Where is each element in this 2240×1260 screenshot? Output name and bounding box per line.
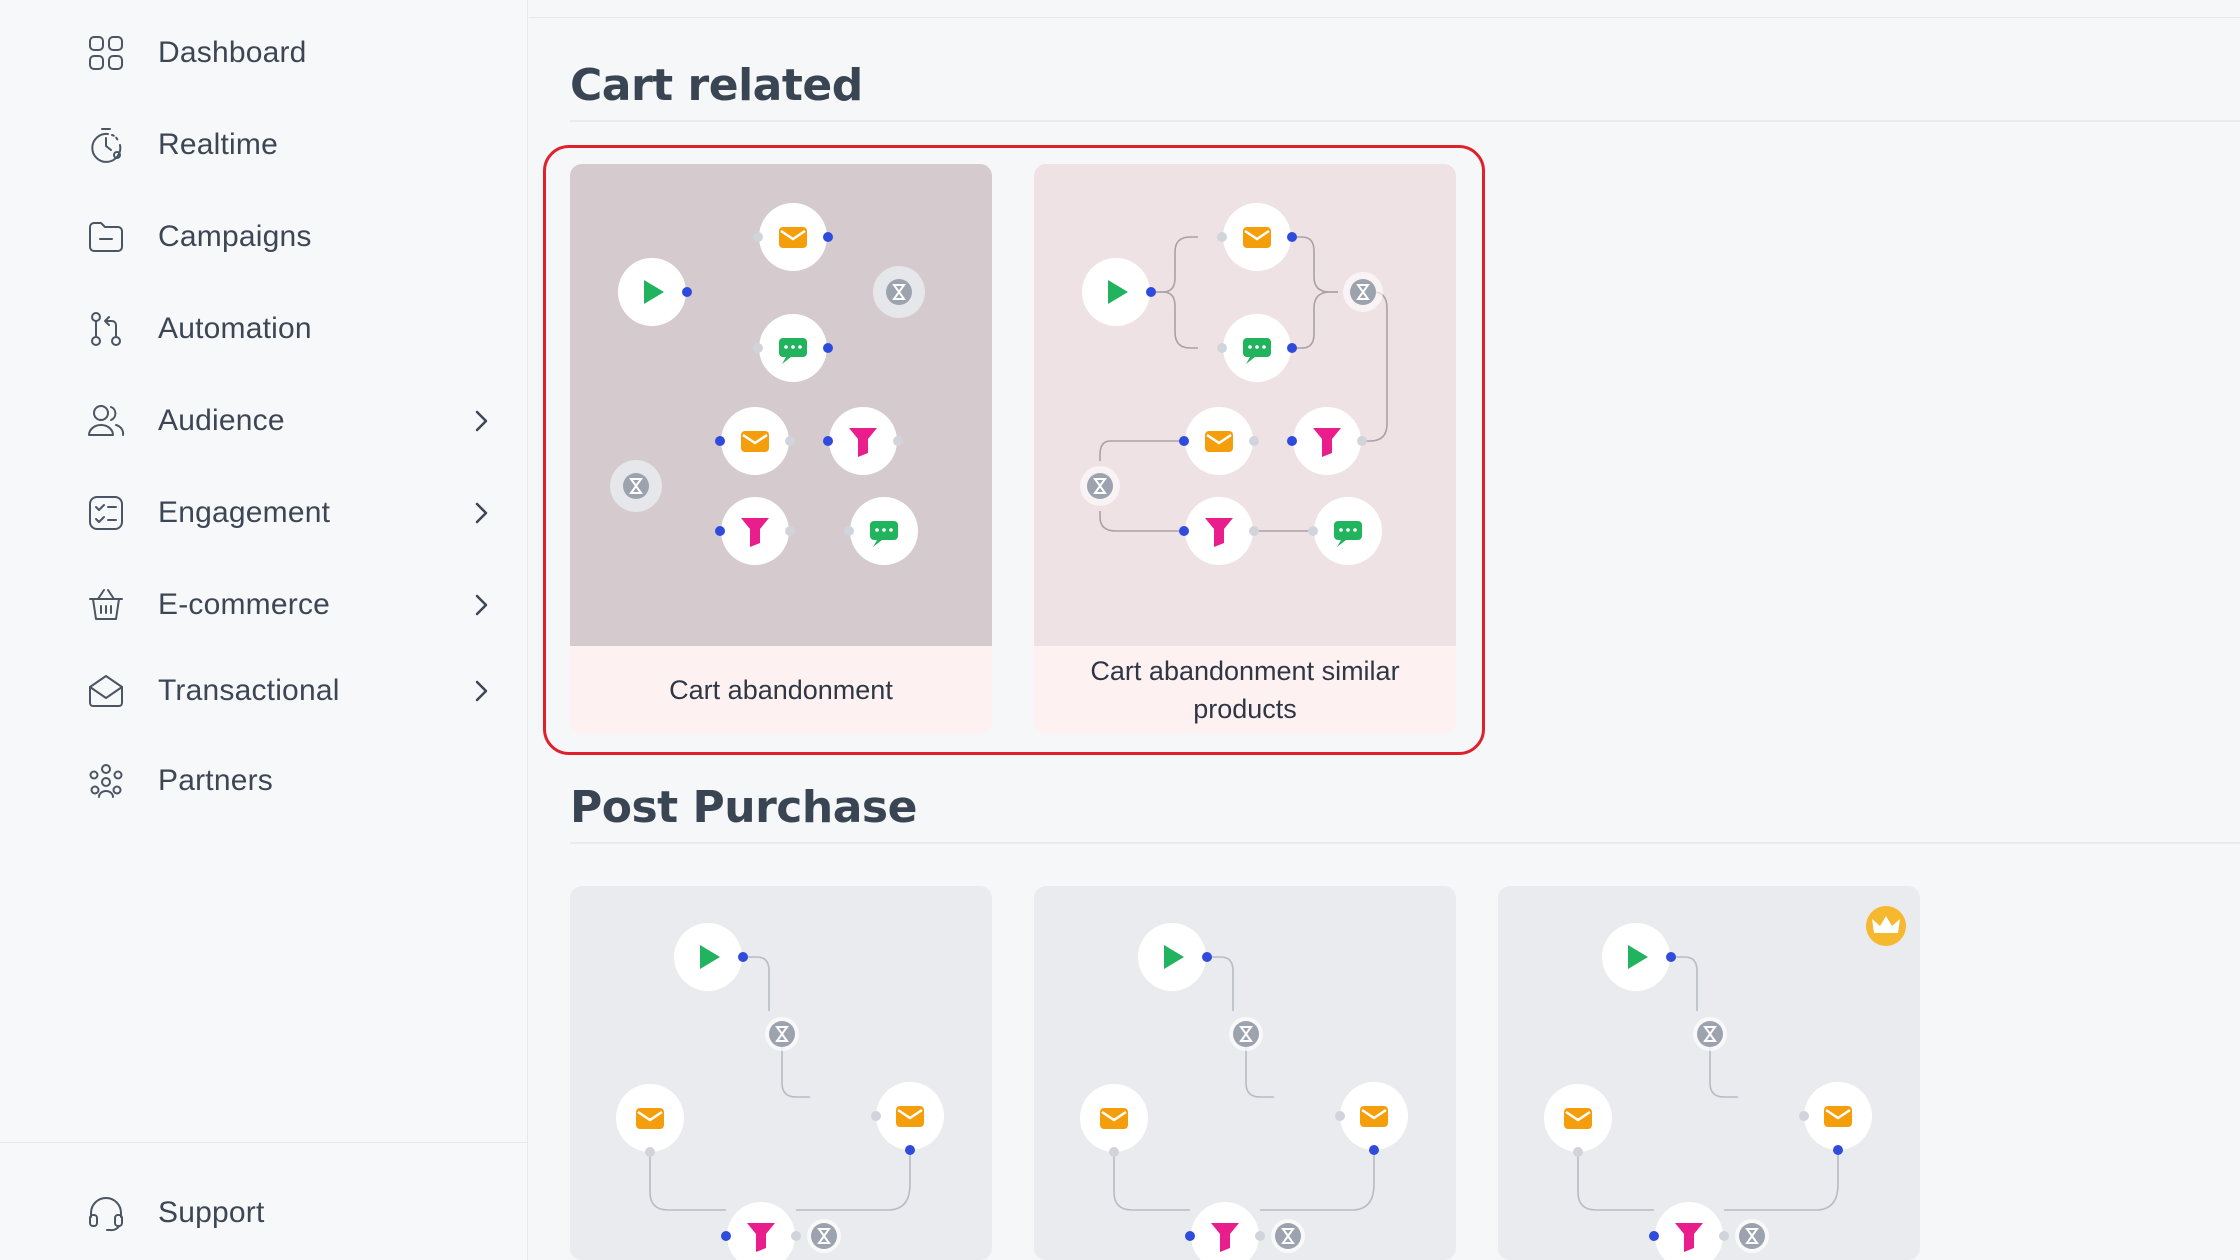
connector-lines [1577, 956, 1839, 1211]
template-card-post-purchase-1[interactable] [570, 886, 992, 1260]
wait-node [1229, 1017, 1263, 1051]
git-branch-icon [84, 307, 128, 351]
start-node [1138, 923, 1212, 991]
crown-icon [1866, 906, 1906, 946]
sidebar-item-label: Transactional [158, 674, 340, 707]
sidebar-item-realtime[interactable]: Realtime [84, 110, 504, 180]
sidebar-item-label: Realtime [158, 128, 278, 161]
template-card-cart-abandonment[interactable]: Cart abandonment [570, 164, 992, 734]
filter-node [1287, 407, 1367, 475]
sidebar-item-label: Dashboard [158, 36, 307, 69]
basket-icon [84, 583, 128, 627]
wait-node [610, 460, 662, 512]
start-node [1082, 258, 1156, 326]
filter-node [721, 1202, 801, 1260]
sms-node [753, 314, 833, 382]
section-title-post-purchase: Post Purchase [570, 782, 917, 833]
sidebar-item-label: Audience [158, 404, 285, 437]
card-preview [570, 164, 992, 646]
email-node [616, 1084, 684, 1157]
template-card-post-purchase-3[interactable] [1498, 886, 1920, 1260]
sidebar-item-label: Engagement [158, 496, 331, 529]
headset-icon [84, 1191, 128, 1235]
sms-node [1308, 497, 1382, 565]
chevron-right-icon [466, 498, 496, 528]
sms-node [1217, 314, 1297, 382]
card-caption: Cart abandonment [669, 675, 893, 705]
workflow-preview [616, 923, 944, 1260]
email-node [753, 203, 833, 271]
sidebar-item-transactional[interactable]: Transactional [84, 656, 504, 726]
sidebar-item-dashboard[interactable]: Dashboard [84, 18, 504, 88]
checklist-icon [84, 491, 128, 535]
sidebar-item-label: E-commerce [158, 588, 331, 621]
email-node [1217, 203, 1297, 271]
workflow-preview [610, 203, 925, 565]
wait-node [873, 266, 925, 318]
filter-node [823, 407, 903, 475]
email-node [1080, 1084, 1148, 1157]
section-title-cart-related: Cart related [570, 60, 863, 111]
chevron-right-icon [466, 590, 496, 620]
section-divider [570, 120, 2240, 122]
sidebar-item-label: Campaigns [158, 220, 312, 253]
email-node [1799, 1082, 1872, 1155]
dashboard-icon [84, 31, 128, 75]
sidebar-item-campaigns[interactable]: Campaigns [84, 202, 504, 272]
sidebar-item-e-commerce[interactable]: E-commerce [84, 570, 504, 640]
sidebar-item-support[interactable]: Support [84, 1178, 504, 1248]
filter-node [1179, 497, 1259, 565]
users-icon [84, 399, 128, 443]
filter-node [1649, 1202, 1729, 1260]
template-card-post-purchase-2[interactable] [1034, 886, 1456, 1260]
start-node [618, 258, 692, 326]
wait-node [1080, 466, 1120, 506]
sidebar-item-label: Partners [158, 764, 273, 797]
sidebar-item-label: Support [158, 1196, 265, 1229]
wait-node [1271, 1219, 1305, 1253]
wait-node [1343, 272, 1383, 312]
sidebar-item-label: Automation [158, 312, 312, 345]
workflow-preview [1544, 906, 1906, 1260]
email-node [1179, 407, 1259, 475]
wait-node [1693, 1017, 1727, 1051]
start-node [1602, 923, 1676, 991]
chevron-right-icon [466, 406, 496, 436]
selection-highlight [543, 145, 1485, 755]
sms-node [844, 497, 918, 565]
email-node [1335, 1082, 1408, 1155]
sidebar-item-audience[interactable]: Audience [84, 386, 504, 456]
sidebar-item-engagement[interactable]: Engagement [84, 478, 504, 548]
connector-lines [1113, 956, 1375, 1211]
sidebar: Dashboard Realtime Campaigns Automation … [0, 0, 528, 1260]
workflow-preview [1080, 203, 1388, 565]
envelope-open-icon [84, 669, 128, 713]
wait-node [1735, 1219, 1769, 1253]
folder-icon [84, 215, 128, 259]
top-toolbar [529, 0, 2240, 18]
workflow-preview [1080, 923, 1408, 1260]
section-divider [570, 842, 2240, 844]
wait-node [807, 1219, 841, 1253]
start-node [674, 923, 748, 991]
sidebar-item-automation[interactable]: Automation [84, 294, 504, 364]
chevron-right-icon [466, 676, 496, 706]
main-content: Cart related Cart abandonment [529, 0, 2240, 1260]
partners-icon [84, 759, 128, 803]
card-preview [1034, 164, 1456, 646]
stopwatch-icon [84, 123, 128, 167]
email-node [715, 407, 795, 475]
wait-node [765, 1017, 799, 1051]
filter-node [1185, 1202, 1265, 1260]
card-caption: Cart abandonment similar products [1090, 656, 1400, 724]
email-node [871, 1082, 944, 1155]
sidebar-divider [0, 1142, 528, 1143]
filter-node [715, 497, 795, 565]
connector-lines [649, 956, 911, 1211]
template-card-cart-abandonment-similar-products[interactable]: Cart abandonment similar products [1034, 164, 1456, 734]
email-node [1544, 1084, 1612, 1157]
sidebar-item-partners[interactable]: Partners [84, 746, 504, 816]
